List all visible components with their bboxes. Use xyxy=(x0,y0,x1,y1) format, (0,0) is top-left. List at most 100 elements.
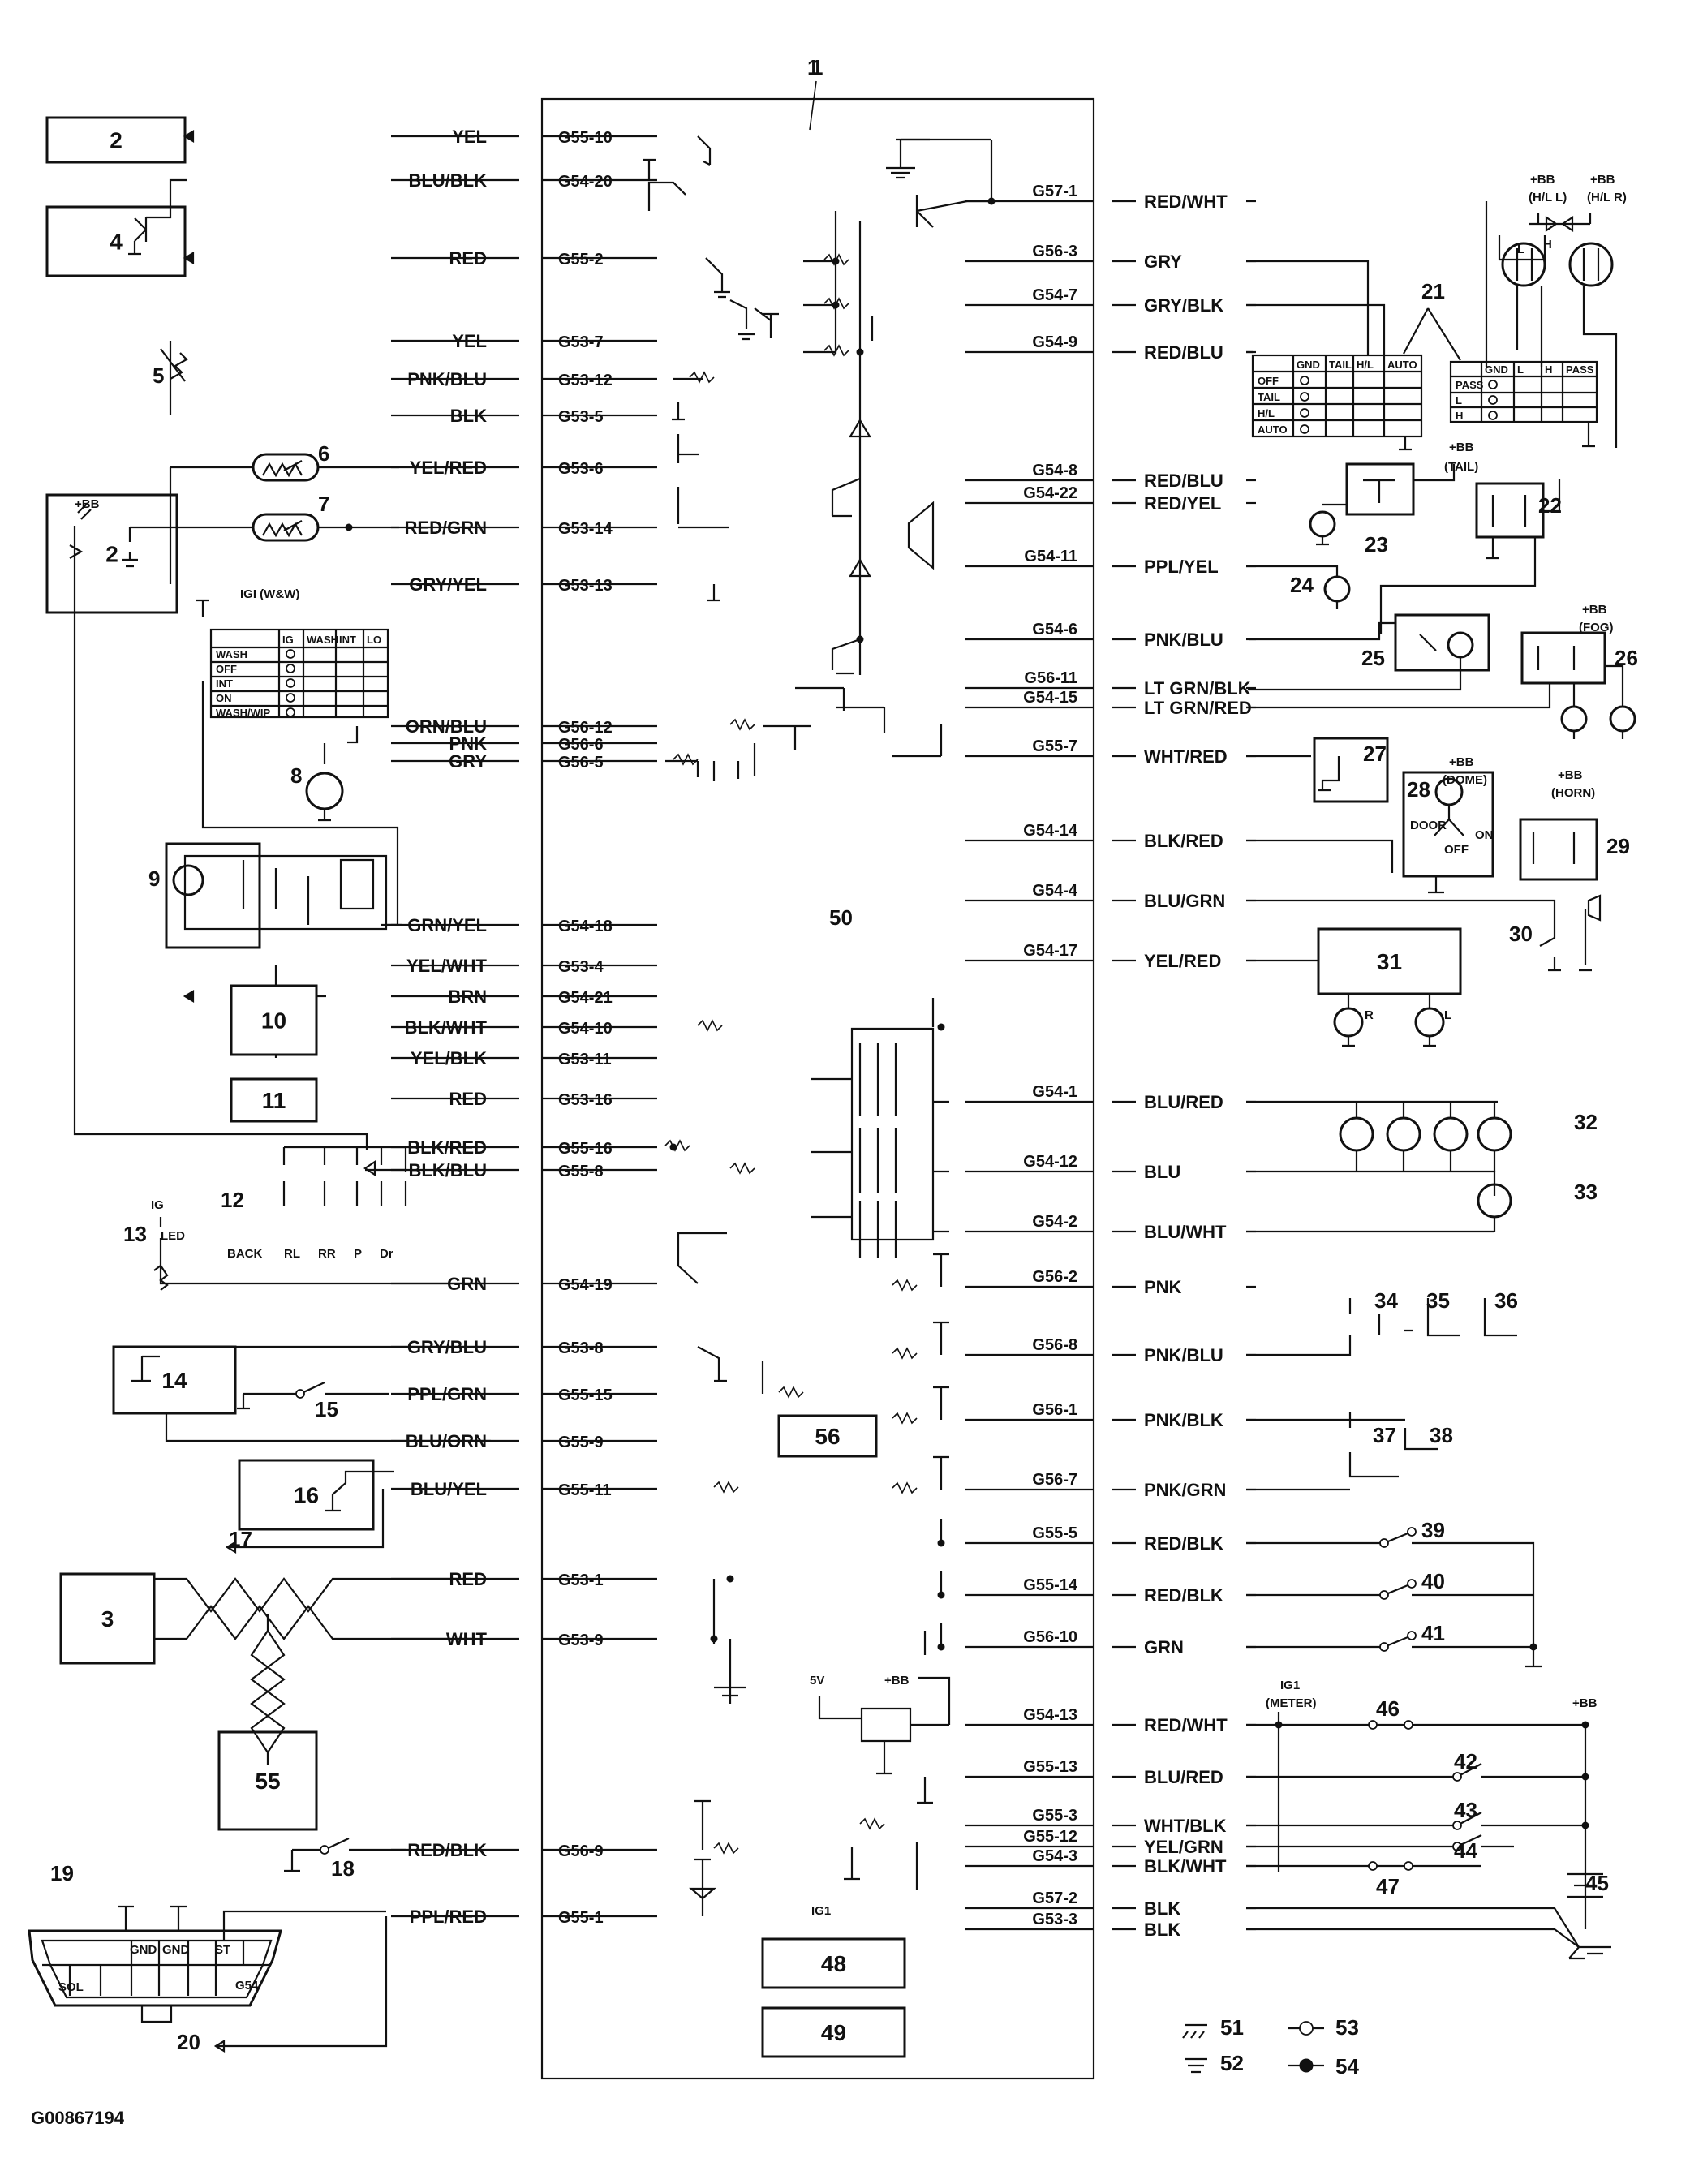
left-component: 3 xyxy=(59,1572,156,1665)
wire-color-label: BLK/RED xyxy=(1144,831,1223,851)
table-row-label: WASH/WIP xyxy=(216,707,270,719)
connector-pin-label: G54-2 xyxy=(1032,1213,1077,1231)
callout-24: 24 xyxy=(1290,573,1314,597)
connector-pin-label: G55-10 xyxy=(558,129,613,147)
small-label: ON xyxy=(1475,828,1494,842)
wire-color-label: PNK/BLK xyxy=(1144,1410,1223,1430)
connector-pin-label: G55-15 xyxy=(558,1386,613,1404)
callout-23: 23 xyxy=(1365,532,1388,557)
small-label: BACK xyxy=(227,1247,262,1261)
wire-color-label: RED/WHT xyxy=(1144,1715,1228,1735)
small-label: IG xyxy=(151,1198,164,1212)
table-header: PASS xyxy=(1566,363,1594,376)
wire-color-label: YEL/RED xyxy=(1144,951,1221,971)
figure-code: G00867194 xyxy=(31,2108,125,2128)
right-component: 31 xyxy=(1317,927,1462,995)
left-component: 11 xyxy=(230,1077,318,1123)
connector-pin-label: G53-4 xyxy=(558,958,604,976)
connector-pin-label: G53-7 xyxy=(558,333,604,351)
wire-color-label: BLU/RED xyxy=(1144,1767,1223,1787)
legend-52-label: 52 xyxy=(1220,2051,1244,2075)
table-row-label: H/L xyxy=(1258,407,1275,419)
small-label: (DOME) xyxy=(1443,773,1487,787)
callout-29: 29 xyxy=(1606,834,1630,858)
callout-9: 9 xyxy=(148,866,160,891)
connector-pin-label: G54-17 xyxy=(1023,942,1077,960)
wire-color-label: RED/BLU xyxy=(1144,342,1223,363)
wire-color-label: WHT/BLK xyxy=(1144,1816,1227,1836)
connector-pin-label: G56-7 xyxy=(1032,1471,1077,1489)
component-box xyxy=(230,984,318,1056)
table-row-label: INT xyxy=(216,677,233,690)
connector-pin-label: G53-5 xyxy=(558,408,604,426)
callout-41: 41 xyxy=(1421,1621,1445,1645)
wire-color-label: RED/GRN xyxy=(405,518,487,538)
component-number: 10 xyxy=(261,1008,286,1034)
terminals xyxy=(295,197,1589,1871)
table-row-label: OFF xyxy=(216,663,237,675)
connector-pin-label: G53-14 xyxy=(558,520,613,538)
connector-pin-label: G55-13 xyxy=(1023,1758,1077,1776)
wire-color-label: BLU/YEL xyxy=(411,1479,487,1499)
wire-color-label: BLU/BLK xyxy=(408,170,487,191)
small-label: +BB xyxy=(1572,1696,1598,1710)
callout-28: 28 xyxy=(1407,777,1430,802)
small-label: L xyxy=(1517,243,1524,256)
wire-color-label: YEL/BLK xyxy=(411,1048,487,1068)
connector-pin-label: G55-3 xyxy=(1032,1807,1077,1825)
table-terminal xyxy=(286,678,295,688)
wire-color-label: BLU/GRN xyxy=(1144,891,1225,911)
left-component: 2 xyxy=(45,493,178,614)
connector-pin-label: G54-6 xyxy=(1032,621,1077,638)
table-row-label: PASS xyxy=(1456,379,1484,391)
left-component: 2 xyxy=(45,116,187,164)
small-label: RR xyxy=(318,1247,336,1261)
small-label: +BB xyxy=(75,497,100,511)
wire-color-label: YEL/GRN xyxy=(1144,1837,1223,1857)
callout-38: 38 xyxy=(1430,1423,1453,1447)
connector-pin-label: G53-12 xyxy=(558,372,613,389)
connector-pin-label: G53-8 xyxy=(558,1339,604,1357)
table-row-label: OFF xyxy=(1258,375,1279,387)
left-pin-row: RED/GRN G53-14 xyxy=(391,518,657,538)
table-row-label: WASH xyxy=(216,648,247,660)
connector-pin-label: G56-2 xyxy=(1032,1268,1077,1286)
table-terminal xyxy=(1488,380,1498,389)
table-header: H/L xyxy=(1357,359,1374,371)
main-unit-label: 1 xyxy=(807,55,819,80)
connector-pin-label: G56-8 xyxy=(1032,1336,1077,1354)
wire-color-label: PNK xyxy=(1144,1277,1182,1297)
wire-color-label: BLU/RED xyxy=(1144,1092,1223,1112)
callout-18: 18 xyxy=(331,1856,355,1881)
left-component: 16 xyxy=(238,1459,375,1531)
connector-pin-label: G55-7 xyxy=(1032,737,1077,755)
table-terminal xyxy=(1488,411,1498,420)
wire-color-label: GRY xyxy=(1144,252,1182,272)
table-header: INT xyxy=(339,634,356,646)
table-terminal xyxy=(1300,424,1309,434)
connector-pin-label: G54-21 xyxy=(558,989,613,1007)
callout-19: 19 xyxy=(50,1861,74,1885)
callout-20: 20 xyxy=(177,2030,200,2054)
small-label: (HORN) xyxy=(1551,786,1595,800)
